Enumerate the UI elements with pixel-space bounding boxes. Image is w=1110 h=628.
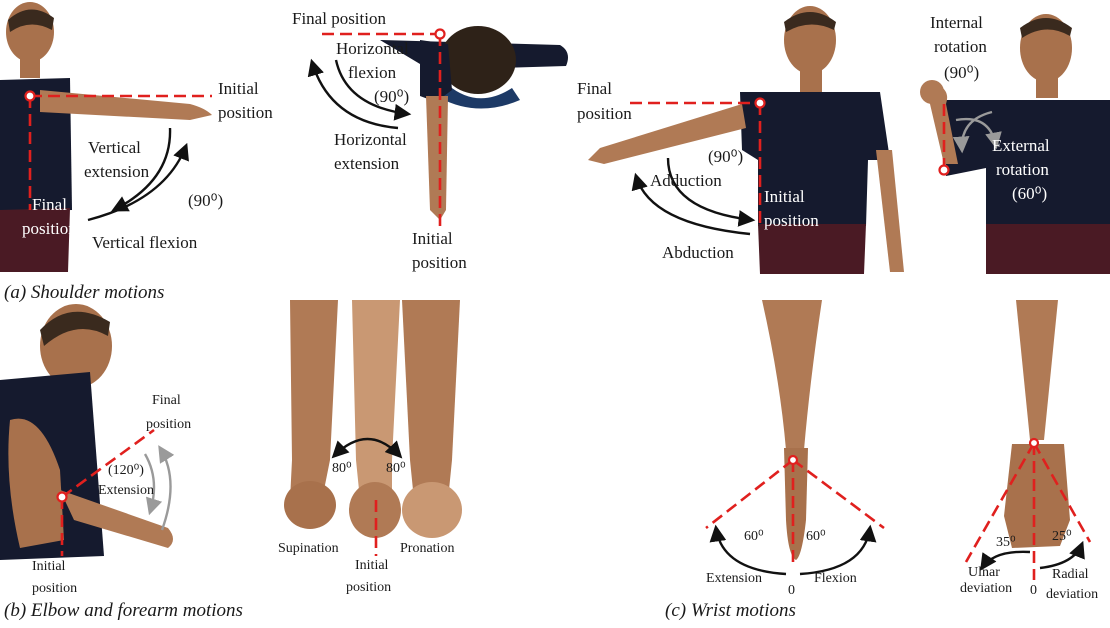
label-vertical: Vertical (88, 138, 141, 157)
label-final-position-h: Final position (292, 9, 386, 28)
label-external-rotation: rotation (996, 160, 1049, 179)
caption-wrist: (c) Wrist motions (665, 600, 796, 621)
label-ulnar-angle: 35⁰ (996, 535, 1016, 550)
neck-front (800, 70, 822, 92)
label-internal-angle: (90⁰) (944, 63, 979, 82)
label-initial-e: Initial (32, 559, 66, 574)
label-extension-h: extension (334, 154, 400, 173)
label-final: Final (32, 195, 67, 214)
label-abduction: Abduction (662, 243, 734, 262)
label-radial-deviation: deviation (1046, 587, 1098, 602)
label-horizontal-2: Horizontal (334, 130, 407, 149)
label-angle-90-a: (90⁰) (708, 147, 743, 166)
label-initial-position-a: position (764, 211, 819, 230)
label-extension: extension (84, 162, 150, 181)
elbow-joint-marker (58, 493, 67, 502)
label-internal: Internal (930, 13, 983, 32)
flexion-arrow (88, 146, 186, 220)
label-extension-angle: 60⁰ (744, 529, 764, 544)
label-radial-angle: 25⁰ (1052, 529, 1072, 544)
panel-elbow: Final position (120⁰) Extension Initial … (0, 304, 191, 596)
hand-supination (284, 481, 336, 529)
forearms (284, 300, 462, 538)
caption-elbow: (b) Elbow and forearm motions (4, 600, 243, 621)
hand-pronation (402, 482, 462, 538)
label-final-position: position (22, 219, 77, 238)
wrist-joint-marker-d (1030, 439, 1038, 447)
panel-abduction: Final position (90⁰) Adduction Initial p… (577, 6, 904, 274)
wrist-joint-marker (789, 456, 797, 464)
label-initial-a: Initial (764, 187, 805, 206)
label-external: External (992, 136, 1050, 155)
arm-right (876, 150, 904, 272)
label-final-position-a: position (577, 104, 632, 123)
label-angle-120: (120⁰) (108, 463, 144, 478)
label-initial: Initial (218, 79, 259, 98)
panel-wrist-flexion: 60⁰ 60⁰ Extension Flexion 0 (706, 300, 884, 598)
label-ulnar: Ulnar (968, 565, 1000, 580)
label-position: position (218, 103, 273, 122)
label-zero-w: 0 (788, 583, 795, 598)
label-pronation: Pronation (400, 541, 454, 556)
label-zero-d: 0 (1030, 583, 1037, 598)
label-initial-position-e: position (32, 581, 77, 596)
label-initial-position-h: position (412, 253, 467, 272)
fist (920, 80, 944, 104)
label-radial: Radial (1052, 567, 1089, 582)
label-ulnar-deviation: deviation (960, 581, 1012, 596)
label-adduction: Adduction (650, 171, 722, 190)
shirt-front (740, 92, 890, 226)
forearm-deviation (1016, 300, 1058, 440)
forearm-wrist (762, 300, 822, 450)
figure-elbow (0, 304, 173, 560)
label-internal-rotation: rotation (934, 37, 987, 56)
label-angle-90: (90⁰) (188, 191, 223, 210)
pants-rotation (986, 224, 1110, 274)
shoulder-joint-marker-a (756, 99, 765, 108)
arm-down (426, 96, 448, 220)
panel-forearm: 80⁰ 80⁰ Supination Pronation Initial pos… (278, 300, 462, 595)
panel-vertical-flexion: Initial position Vertical extension Fina… (0, 2, 273, 272)
arm-wrist-front (1004, 300, 1070, 548)
panel-rotation: Internal rotation (90⁰) External rotatio… (920, 13, 1110, 274)
label-horizontal-1: Horizontal (336, 39, 409, 58)
label-flexion: flexion (348, 63, 397, 82)
panel-horizontal-flexion: Final position Horizontal flexion (90⁰) … (292, 9, 568, 272)
caption-shoulder: (a) Shoulder motions (4, 282, 164, 303)
label-final-position-e: position (146, 417, 191, 432)
shoulder-joint-marker (26, 92, 35, 101)
label-initial-position-f: position (346, 580, 391, 595)
label-angle-90-h: (90⁰) (374, 87, 409, 106)
label-final-e: Final (152, 393, 181, 408)
label-extension-e: Extension (98, 483, 154, 498)
neck (20, 58, 40, 78)
forearm-pronation (402, 300, 460, 500)
pants-front (758, 224, 866, 274)
label-extension-w: Extension (706, 571, 762, 586)
shoulder-joint-marker-h (436, 30, 445, 39)
elbow-joint-marker-r (940, 166, 949, 175)
label-external-angle: (60⁰) (1012, 184, 1047, 203)
radial-arrow (1040, 544, 1082, 568)
extension-limit-line (706, 460, 793, 528)
elbow-flexion-arrow (160, 448, 171, 530)
label-initial-h: Initial (412, 229, 453, 248)
panel-wrist-deviation: 35⁰ 25⁰ Ulnar deviation Radial deviation… (960, 300, 1098, 602)
pants (0, 208, 70, 272)
neck-rotation (1036, 78, 1058, 98)
label-pronation-angle: 80⁰ (386, 461, 406, 476)
arm-shirt (420, 40, 452, 102)
label-supination: Supination (278, 541, 339, 556)
label-initial-f: Initial (355, 558, 389, 573)
label-flexion-angle: 60⁰ (806, 529, 826, 544)
label-vertical-flexion: Vertical flexion (92, 233, 198, 252)
label-final-a: Final (577, 79, 612, 98)
label-supination-angle: 80⁰ (332, 461, 352, 476)
forearm-supination (290, 300, 338, 500)
label-flexion-w: Flexion (814, 571, 857, 586)
